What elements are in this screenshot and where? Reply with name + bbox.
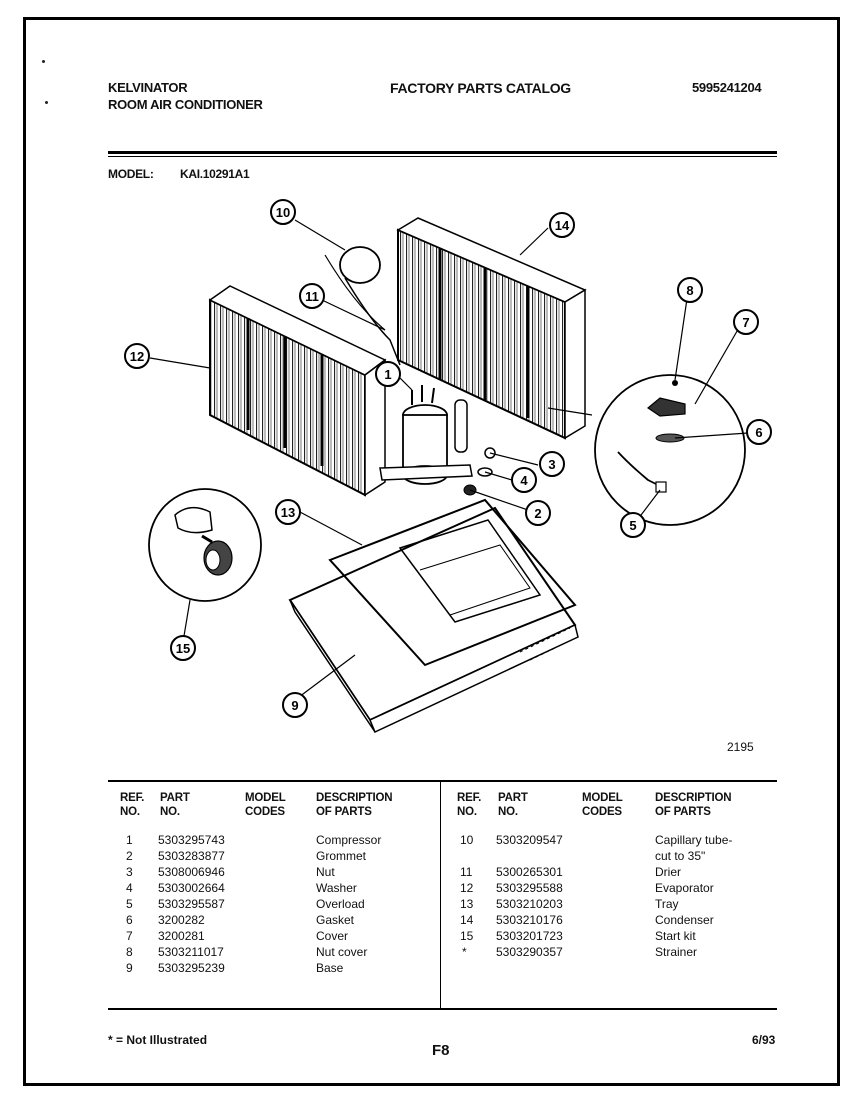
revision-date: 6/93 — [752, 1033, 776, 1047]
callout-1: 1 — [375, 361, 401, 387]
page-frame — [23, 17, 840, 1086]
callout-6: 6 — [746, 419, 772, 445]
scan-speck — [45, 101, 48, 104]
svg-text:4: 4 — [520, 473, 528, 488]
header-ref-right: REF.NO. — [457, 792, 482, 818]
callout-15: 15 — [170, 635, 196, 661]
svg-text:13: 13 — [281, 505, 295, 520]
page-number: F8 — [432, 1042, 450, 1059]
svg-text:12: 12 — [130, 349, 144, 364]
table-top-rule — [108, 780, 777, 782]
svg-text:14: 14 — [555, 218, 570, 233]
brand-name: KELVINATOR — [108, 80, 188, 95]
exploded-parts-diagram: 10 11 12 1 14 3 4 2 8 7 6 5 13 15 9 — [124, 199, 772, 734]
callout-14: 14 — [549, 212, 575, 238]
callout-7: 7 — [733, 309, 759, 335]
callout-9: 9 — [282, 692, 308, 718]
callout-4: 4 — [511, 467, 537, 493]
product-name: ROOM AIR CONDITIONER — [108, 97, 263, 112]
svg-text:2: 2 — [534, 506, 541, 521]
not-illustrated-note: * = Not Illustrated — [108, 1033, 208, 1047]
base-pan — [288, 506, 579, 734]
evaporator-coil — [208, 285, 387, 497]
callout-11: 11 — [299, 283, 325, 309]
header-rule — [108, 151, 777, 154]
table-row-continuation: cut to 35" — [655, 849, 706, 863]
condenser-coil — [396, 217, 587, 440]
callout-13: 13 — [275, 499, 301, 525]
start-kit-detail — [148, 488, 262, 602]
figure-number: 2195 — [727, 740, 754, 754]
callout-10: 10 — [270, 199, 296, 225]
svg-text:3: 3 — [548, 457, 555, 472]
callout-8: 8 — [677, 277, 703, 303]
scan-speck — [42, 60, 45, 63]
callout-3: 3 — [539, 451, 565, 477]
terminal-cover-detail — [547, 374, 746, 526]
svg-text:10: 10 — [276, 205, 290, 220]
callout-5: 5 — [620, 512, 646, 538]
svg-text:15: 15 — [176, 641, 190, 656]
svg-text:7: 7 — [742, 315, 749, 330]
model-value: KAI.10291A1 — [180, 167, 250, 181]
table-column-divider — [440, 782, 441, 1008]
svg-text:5: 5 — [629, 518, 636, 533]
callout-12: 12 — [124, 343, 150, 369]
svg-text:9: 9 — [291, 698, 298, 713]
compressor — [379, 385, 473, 485]
header-ref: REF.NO. — [120, 792, 145, 818]
drain-tray — [328, 498, 577, 667]
catalog-title: FACTORY PARTS CATALOG — [390, 80, 571, 96]
svg-text:8: 8 — [686, 283, 693, 298]
header-rule-thin — [108, 156, 777, 157]
svg-text:11: 11 — [305, 289, 319, 304]
table-bottom-rule — [108, 1008, 777, 1010]
capillary-tube — [324, 246, 401, 366]
svg-text:6: 6 — [755, 425, 762, 440]
model-label: MODEL: — [108, 167, 154, 181]
svg-text:1: 1 — [384, 367, 391, 382]
catalog-number: 5995241204 — [692, 80, 762, 95]
callout-2: 2 — [525, 500, 551, 526]
